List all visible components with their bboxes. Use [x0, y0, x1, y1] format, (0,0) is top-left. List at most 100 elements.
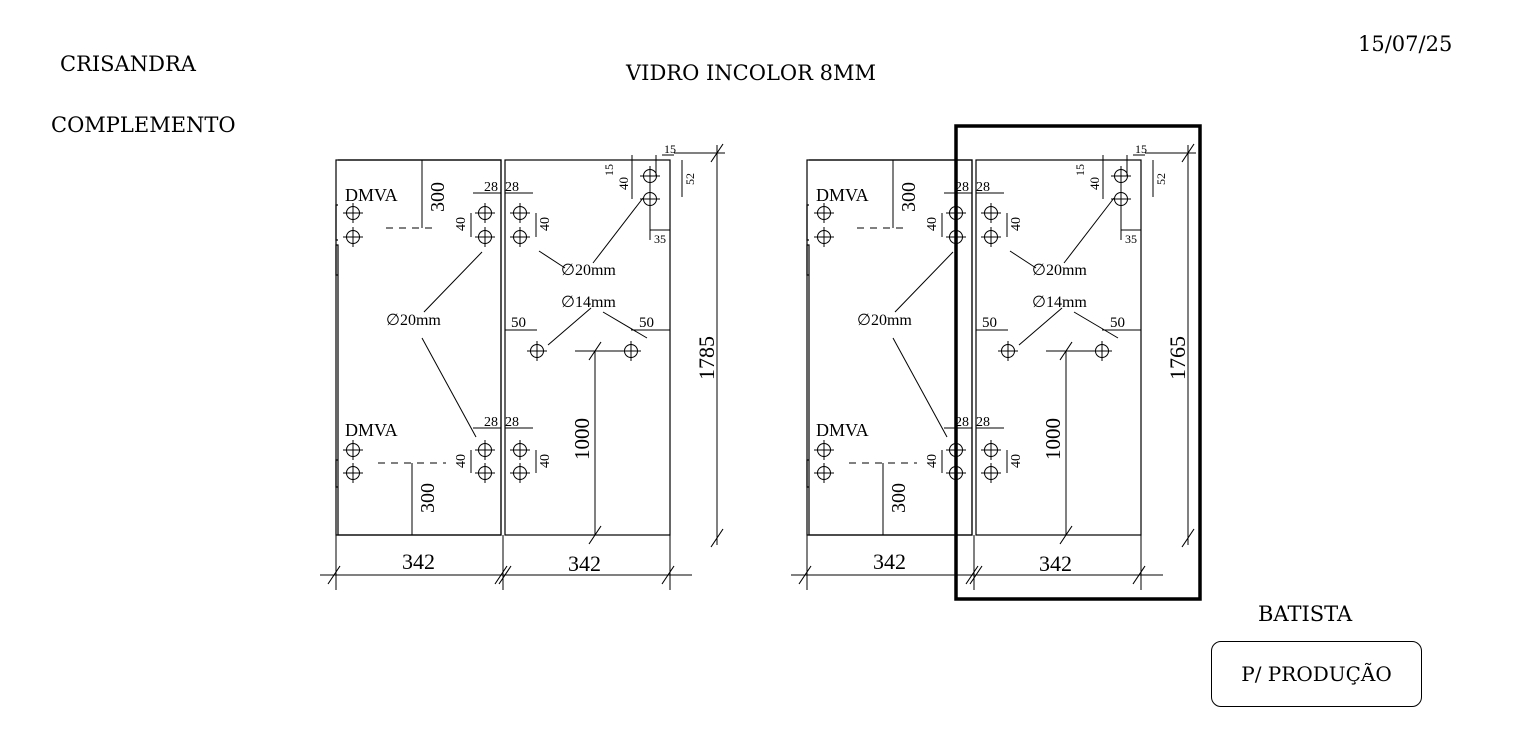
left-panel-outline: [806, 159, 973, 536]
leader-line: [894, 251, 954, 313]
dim-28: 28: [505, 180, 519, 195]
dim-28: 28: [976, 180, 990, 195]
dim-tick: [494, 565, 508, 585]
dim-40: 40: [925, 217, 940, 231]
hole-mark: [1092, 341, 1112, 361]
dim-15: 15: [664, 142, 676, 156]
hole-mark: [981, 203, 1001, 223]
dim-52: 52: [1154, 173, 1168, 185]
hole-mark: [814, 227, 834, 247]
right-panel-outline: [975, 159, 1142, 536]
hole-mark: [981, 463, 1001, 483]
dim-40-corner: 40: [1087, 177, 1102, 190]
client-name: CRISANDRA: [60, 52, 196, 76]
dim-40: 40: [925, 454, 940, 468]
dim-28: 28: [955, 415, 969, 430]
leader-line: [547, 307, 592, 346]
leader-line: [538, 250, 566, 269]
hole-mark: [981, 227, 1001, 247]
dim-tick: [588, 525, 602, 545]
dim-28: 28: [505, 415, 519, 430]
right-glass-panel: [504, 159, 671, 536]
dim-1000: 1000: [570, 418, 594, 460]
dim-28: 28: [484, 180, 498, 195]
hinge-label-top: DMVA: [816, 185, 869, 205]
dim-15: 15: [1135, 142, 1147, 156]
dim-50-left: 50: [982, 315, 997, 331]
leader-line: [1018, 307, 1063, 346]
production-status-button[interactable]: P/ PRODUÇÃO: [1211, 641, 1422, 707]
dim-tick: [798, 565, 812, 585]
dim-tick: [710, 528, 724, 548]
hole-mark: [343, 440, 363, 460]
hole-small-label: ∅14mm: [1032, 294, 1087, 311]
hole-mark: [981, 440, 1001, 460]
hole-diameter-label: ∅20mm: [857, 312, 912, 329]
hole-mark: [343, 203, 363, 223]
hole-mark: [510, 227, 530, 247]
hole-mark: [475, 463, 495, 483]
hole-mark: [343, 227, 363, 247]
leader-line: [421, 337, 477, 438]
dim-40: 40: [538, 454, 553, 468]
dim-300-bottom: 300: [888, 483, 910, 513]
hole-mark: [814, 203, 834, 223]
glass-spec-title: VIDRO INCOLOR 8MM: [626, 61, 876, 85]
dim-28: 28: [484, 415, 498, 430]
dim-tick: [965, 565, 979, 585]
left-panel-outline: [335, 159, 502, 536]
dim-300-top: 300: [427, 182, 449, 212]
dim-total-height: 1765: [1165, 336, 1190, 380]
hinge-label-bottom: DMVA: [345, 420, 398, 440]
dim-28: 28: [955, 180, 969, 195]
dim-40: 40: [1009, 217, 1024, 231]
dim-tick: [1132, 565, 1146, 585]
leader-line: [592, 197, 644, 264]
dim-15-corner: 15: [1073, 164, 1087, 176]
leader-line: [1009, 250, 1037, 269]
leader-line: [423, 251, 483, 313]
dim-1000: 1000: [1041, 418, 1065, 460]
left-panel-outline: [806, 159, 973, 536]
hole-mark: [510, 440, 530, 460]
selection-frame: [954, 124, 1202, 601]
hole-small-label: ∅14mm: [561, 294, 616, 311]
dim-40-corner: 40: [616, 177, 631, 190]
dim-52: 52: [683, 173, 697, 185]
hinge-label-bottom: DMVA: [816, 420, 869, 440]
leader-line: [892, 337, 948, 438]
dim-40: 40: [538, 217, 553, 231]
left-glass-panel: [335, 159, 502, 536]
dim-width-right: 342: [568, 551, 601, 576]
dim-50-right: 50: [639, 315, 654, 331]
production-status-label: P/ PRODUÇÃO: [1241, 662, 1392, 686]
dim-total-height: 1785: [694, 336, 719, 380]
leader-line: [1063, 197, 1115, 264]
hole-mark: [998, 341, 1018, 361]
dim-tick: [1059, 525, 1073, 545]
dim-tick: [327, 565, 341, 585]
dim-35: 35: [654, 232, 666, 246]
dim-width-right: 342: [1039, 551, 1072, 576]
hole-mark: [527, 341, 547, 361]
leader-line: [602, 311, 648, 339]
order-date: 15/07/25: [1358, 32, 1453, 56]
order-subtitle: COMPLEMENTO: [51, 113, 236, 137]
hole-mark: [621, 341, 641, 361]
hinge-label-top: DMVA: [345, 185, 398, 205]
left-panel-outline: [335, 159, 502, 536]
hole-mark: [343, 463, 363, 483]
dim-tick: [661, 565, 675, 585]
dim-28: 28: [976, 415, 990, 430]
dim-40: 40: [1009, 454, 1024, 468]
dim-300-bottom: 300: [417, 483, 439, 513]
dim-tick: [588, 341, 602, 361]
hole-diameter-label: ∅20mm: [1032, 262, 1087, 279]
author-name: BATISTA: [1258, 602, 1353, 626]
dim-tick: [1181, 528, 1195, 548]
hole-mark: [814, 440, 834, 460]
dim-width-left: 342: [873, 549, 906, 574]
right-panel-outline: [504, 159, 671, 536]
